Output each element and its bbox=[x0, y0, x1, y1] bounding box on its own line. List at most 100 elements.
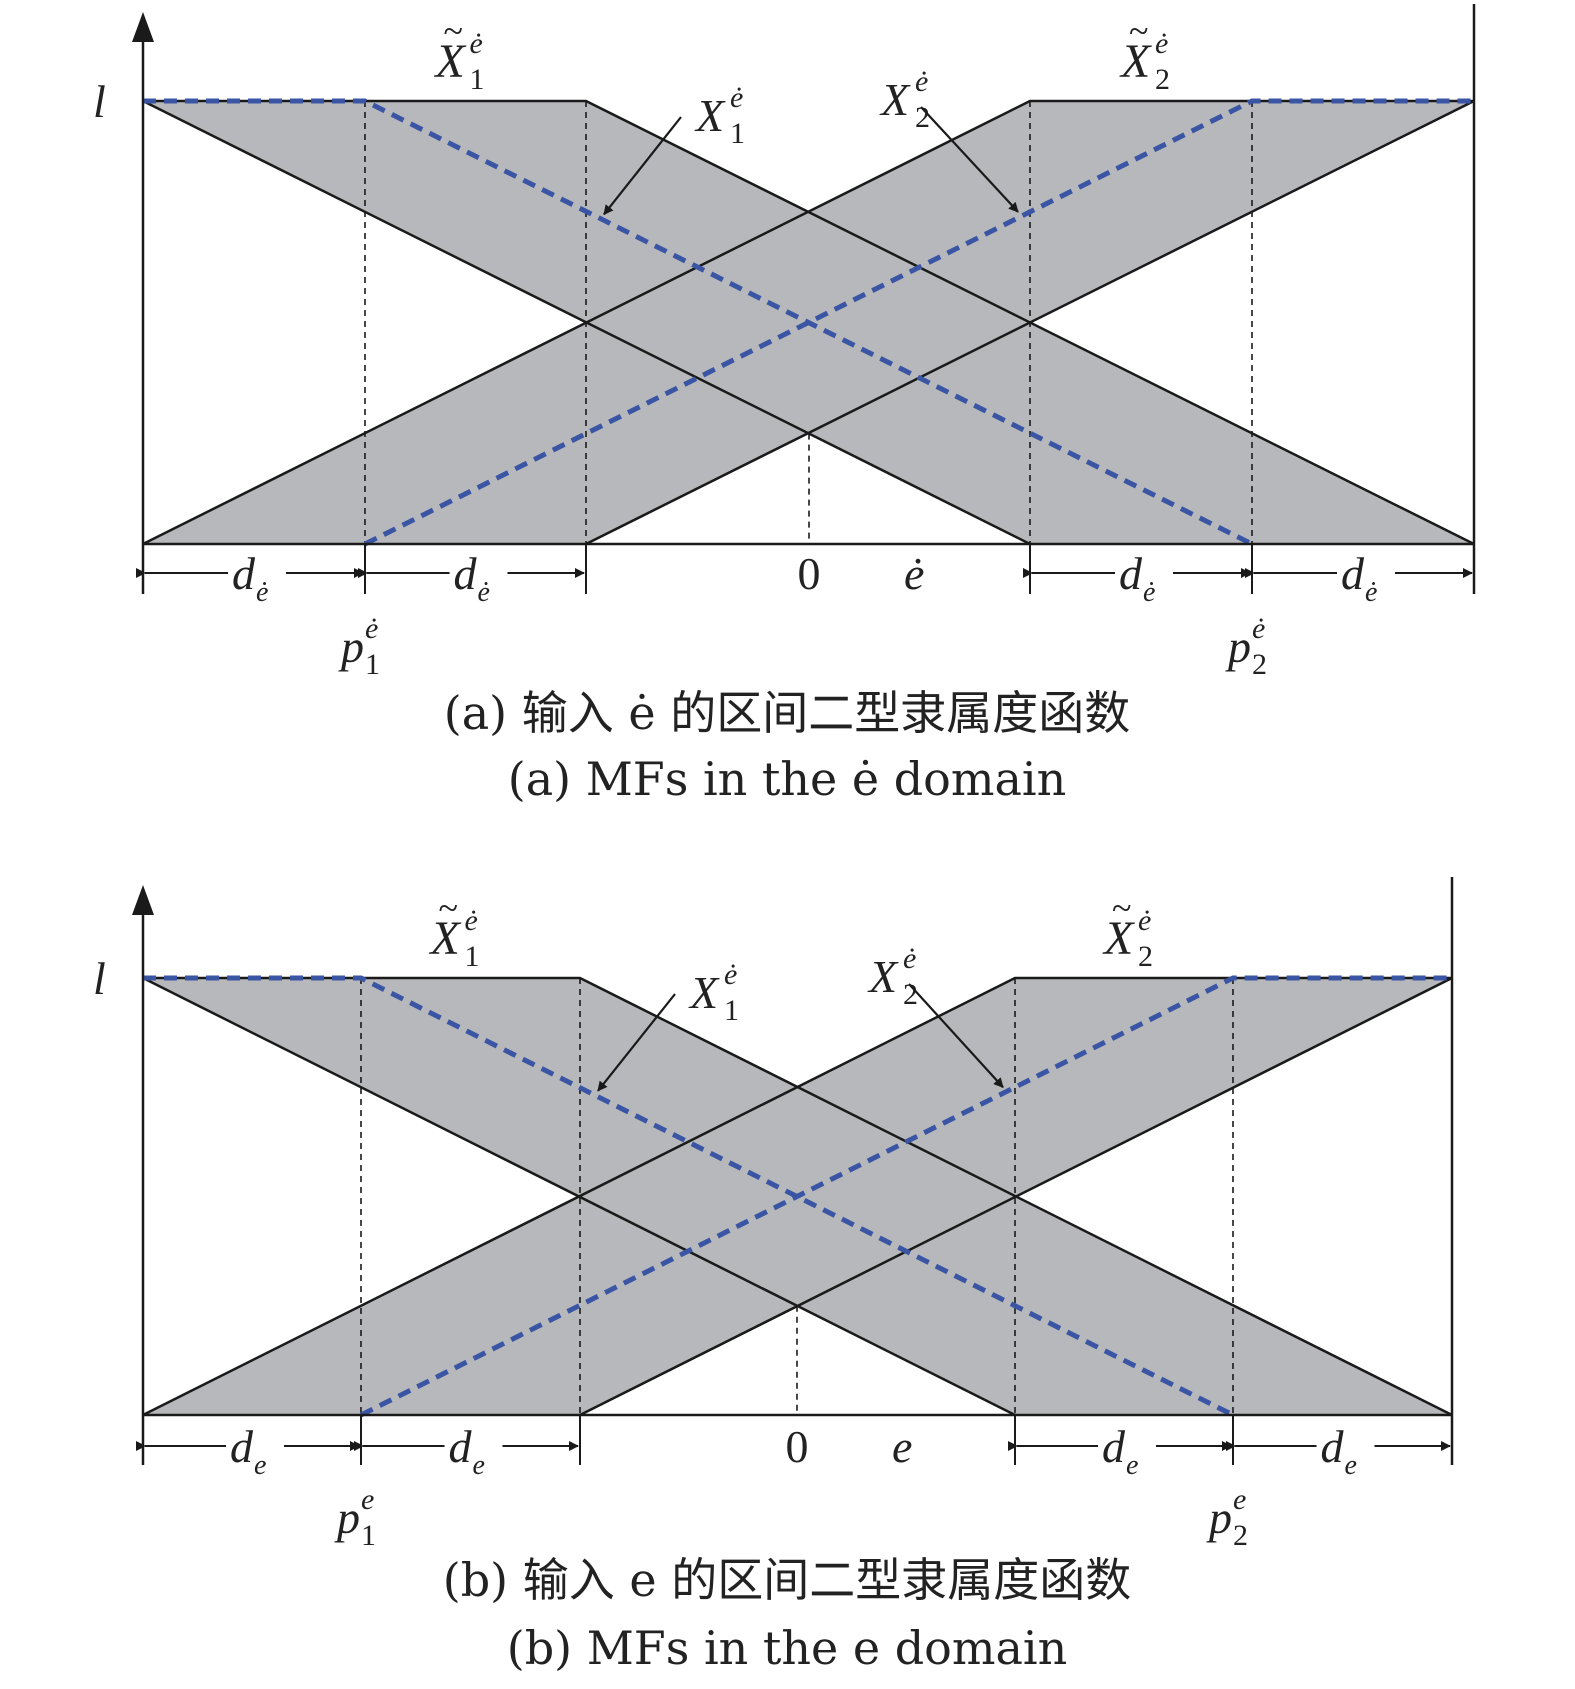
point-1-label-sub: 1 bbox=[365, 648, 380, 681]
width-label-d: d bbox=[449, 1421, 473, 1472]
origin-label: 0 bbox=[798, 548, 821, 599]
point-2-label-sup: ė bbox=[1252, 612, 1265, 645]
principal-mf-2-label-sup: ė bbox=[903, 942, 916, 975]
principal-mf-2 bbox=[363, 98, 1474, 547]
point-1-label-sup: ė bbox=[365, 612, 378, 645]
upper-mf-1-label: X~ė1 bbox=[434, 11, 485, 96]
pointer-arrow-1 bbox=[597, 993, 676, 1092]
upper-mf-1-label-sub: 1 bbox=[465, 940, 480, 973]
upper-mf-1-label: X~ė1 bbox=[429, 888, 480, 973]
point-1-label-sub: 1 bbox=[361, 1519, 376, 1552]
width-label-bg bbox=[1098, 1424, 1156, 1468]
caption-en: (b) MFs in the e domain bbox=[507, 1621, 1068, 1675]
upper-mf-2-label-tilde: ~ bbox=[1129, 11, 1148, 51]
width-label-d: d bbox=[1119, 548, 1143, 599]
width-label-d: d bbox=[1102, 1421, 1126, 1472]
caption-cn: (b) 输入 e 的区间二型隶属度函数 bbox=[443, 1553, 1131, 1607]
width-label-sub: e bbox=[1126, 1450, 1138, 1481]
caption-b: (b) 输入 e 的区间二型隶属度函数 (b) MFs in the e doma… bbox=[443, 1553, 1131, 1675]
principal-mf-2-label-base: X bbox=[879, 74, 911, 125]
upper-mf-2-label-sup: ė bbox=[1155, 27, 1168, 60]
principal-mf-2-label-sup: ė bbox=[915, 65, 928, 98]
width-label-bg bbox=[1115, 551, 1173, 595]
upper-mf-1-label-base: X bbox=[434, 35, 467, 88]
point-2-label-sub: 2 bbox=[1233, 1519, 1248, 1552]
lower-mf-2-outline bbox=[585, 99, 1475, 546]
point-2-label-base: p bbox=[1225, 621, 1251, 672]
upper-mf-1-label-tilde: ~ bbox=[444, 11, 463, 51]
upper-mf-1-label-tilde: ~ bbox=[439, 888, 458, 928]
upper-mf-2-label-tilde: ~ bbox=[1112, 888, 1131, 928]
upper-mf-1-label-sup: ė bbox=[470, 27, 483, 60]
width-label-bg bbox=[228, 551, 286, 595]
origin-label: 0 bbox=[786, 1421, 809, 1472]
point-1-label-sup: e bbox=[361, 1483, 374, 1516]
upper-mf-2-label-sub: 2 bbox=[1138, 940, 1153, 973]
pointer-arrow-2 bbox=[908, 983, 1004, 1088]
upper-mf-1-label-sup: ė bbox=[465, 904, 478, 937]
width-label-sub: ė bbox=[256, 577, 268, 608]
width-label-d: d bbox=[230, 1421, 254, 1472]
width-label-sub: ė bbox=[1143, 577, 1155, 608]
principal-mf-2 bbox=[359, 975, 1452, 1418]
principal-mf-1 bbox=[143, 98, 1254, 547]
width-label-sub: e bbox=[254, 1450, 266, 1481]
point-2-label-base: p bbox=[1206, 1492, 1232, 1543]
upper-mf-1-label-sub: 1 bbox=[470, 63, 485, 96]
y-axis-arrowhead bbox=[132, 12, 154, 42]
width-label-d: d bbox=[454, 548, 478, 599]
caption-cn: (a) 输入 ė 的区间二型隶属度函数 bbox=[444, 686, 1130, 740]
principal-mf-1-label-sub: 1 bbox=[724, 994, 739, 1027]
width-label-sub: e bbox=[473, 1450, 485, 1481]
width-label-d: d bbox=[1321, 1421, 1345, 1472]
upper-mf-2-label-sub: 2 bbox=[1155, 63, 1170, 96]
point-1-label-base: p bbox=[334, 1492, 360, 1543]
x-axis-label: ė bbox=[904, 548, 924, 599]
caption-en: (a) MFs in the ė domain bbox=[508, 752, 1066, 806]
width-label-d: d bbox=[1341, 548, 1365, 599]
upper-mf-2-outline bbox=[142, 976, 1452, 1417]
upper-mf-2-label: X~ė2 bbox=[1102, 888, 1153, 973]
upper-mf-2-label-base: X bbox=[1119, 35, 1152, 88]
upper-mf-2-label-base: X bbox=[1102, 912, 1135, 965]
principal-mf-1-label-sub: 1 bbox=[730, 117, 745, 150]
y-axis-arrowhead bbox=[132, 885, 154, 915]
width-label-sub: e bbox=[1345, 1450, 1357, 1481]
principal-mf-1-label-sup: ė bbox=[730, 81, 743, 114]
principal-mf-1 bbox=[143, 975, 1235, 1418]
principal-mf-1-label-base: X bbox=[694, 90, 726, 141]
principal-mf-1-label-base: X bbox=[688, 967, 720, 1018]
upper-mf-2-label-sup: ė bbox=[1138, 904, 1151, 937]
point-2-label-sup: e bbox=[1233, 1483, 1246, 1516]
lower-mf-2-outline bbox=[579, 976, 1453, 1417]
y-axis-label: l bbox=[93, 953, 106, 1004]
upper-mf-1-label-base: X bbox=[429, 912, 462, 965]
principal-mf-1-label-sup: ė bbox=[724, 958, 737, 991]
principal-mf-2-label-sub: 2 bbox=[915, 101, 930, 134]
pointer-arrow-2 bbox=[920, 106, 1019, 213]
caption-a: (a) 输入 ė 的区间二型隶属度函数 (a) MFs in the ė doma… bbox=[444, 686, 1130, 806]
x-axis-label: e bbox=[892, 1421, 912, 1472]
width-label-bg bbox=[1316, 1424, 1375, 1468]
pointer-arrow-1 bbox=[603, 116, 682, 216]
width-label-sub: ė bbox=[1365, 577, 1377, 608]
principal-mf-2-label-sub: 2 bbox=[903, 978, 918, 1011]
point-2-label-sub: 2 bbox=[1252, 648, 1267, 681]
